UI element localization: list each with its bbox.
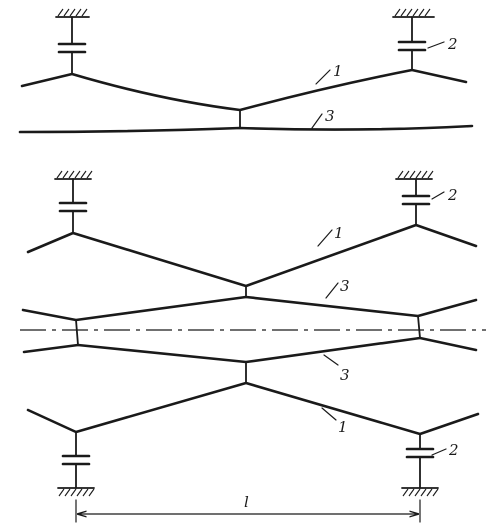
lower-left-support	[57, 431, 95, 497]
top-left-support	[55, 8, 90, 75]
label-beam-lower: 1	[338, 418, 348, 436]
upper-left-support	[54, 170, 93, 234]
top-beam-curve	[20, 68, 468, 112]
span-dimension	[75, 499, 421, 523]
upper-beam-line	[26, 223, 478, 288]
lower-beam-line	[26, 381, 480, 436]
label-damper-upper: 2	[447, 186, 458, 204]
label-rope-upper: 3	[340, 277, 350, 295]
top-figure	[18, 8, 474, 134]
upper-right-support	[395, 170, 434, 226]
rope-right-link	[417, 315, 421, 339]
lower-right-support	[401, 433, 439, 497]
rope-left-link	[75, 319, 79, 346]
label-damper-top: 2	[447, 35, 458, 53]
label-span: l	[244, 493, 249, 511]
lower-rope-line	[22, 336, 478, 364]
label-leaders	[311, 41, 447, 456]
bottom-figure	[20, 170, 486, 523]
label-rope-lower: 3	[340, 366, 350, 384]
upper-rope-line	[21, 295, 478, 322]
label-beam-top: 1	[333, 62, 343, 80]
label-damper-lower: 2	[448, 441, 459, 459]
top-rope-curve	[18, 124, 474, 134]
label-beam-upper: 1	[334, 224, 344, 242]
top-right-support	[392, 8, 435, 71]
label-rope-top: 3	[325, 107, 335, 125]
